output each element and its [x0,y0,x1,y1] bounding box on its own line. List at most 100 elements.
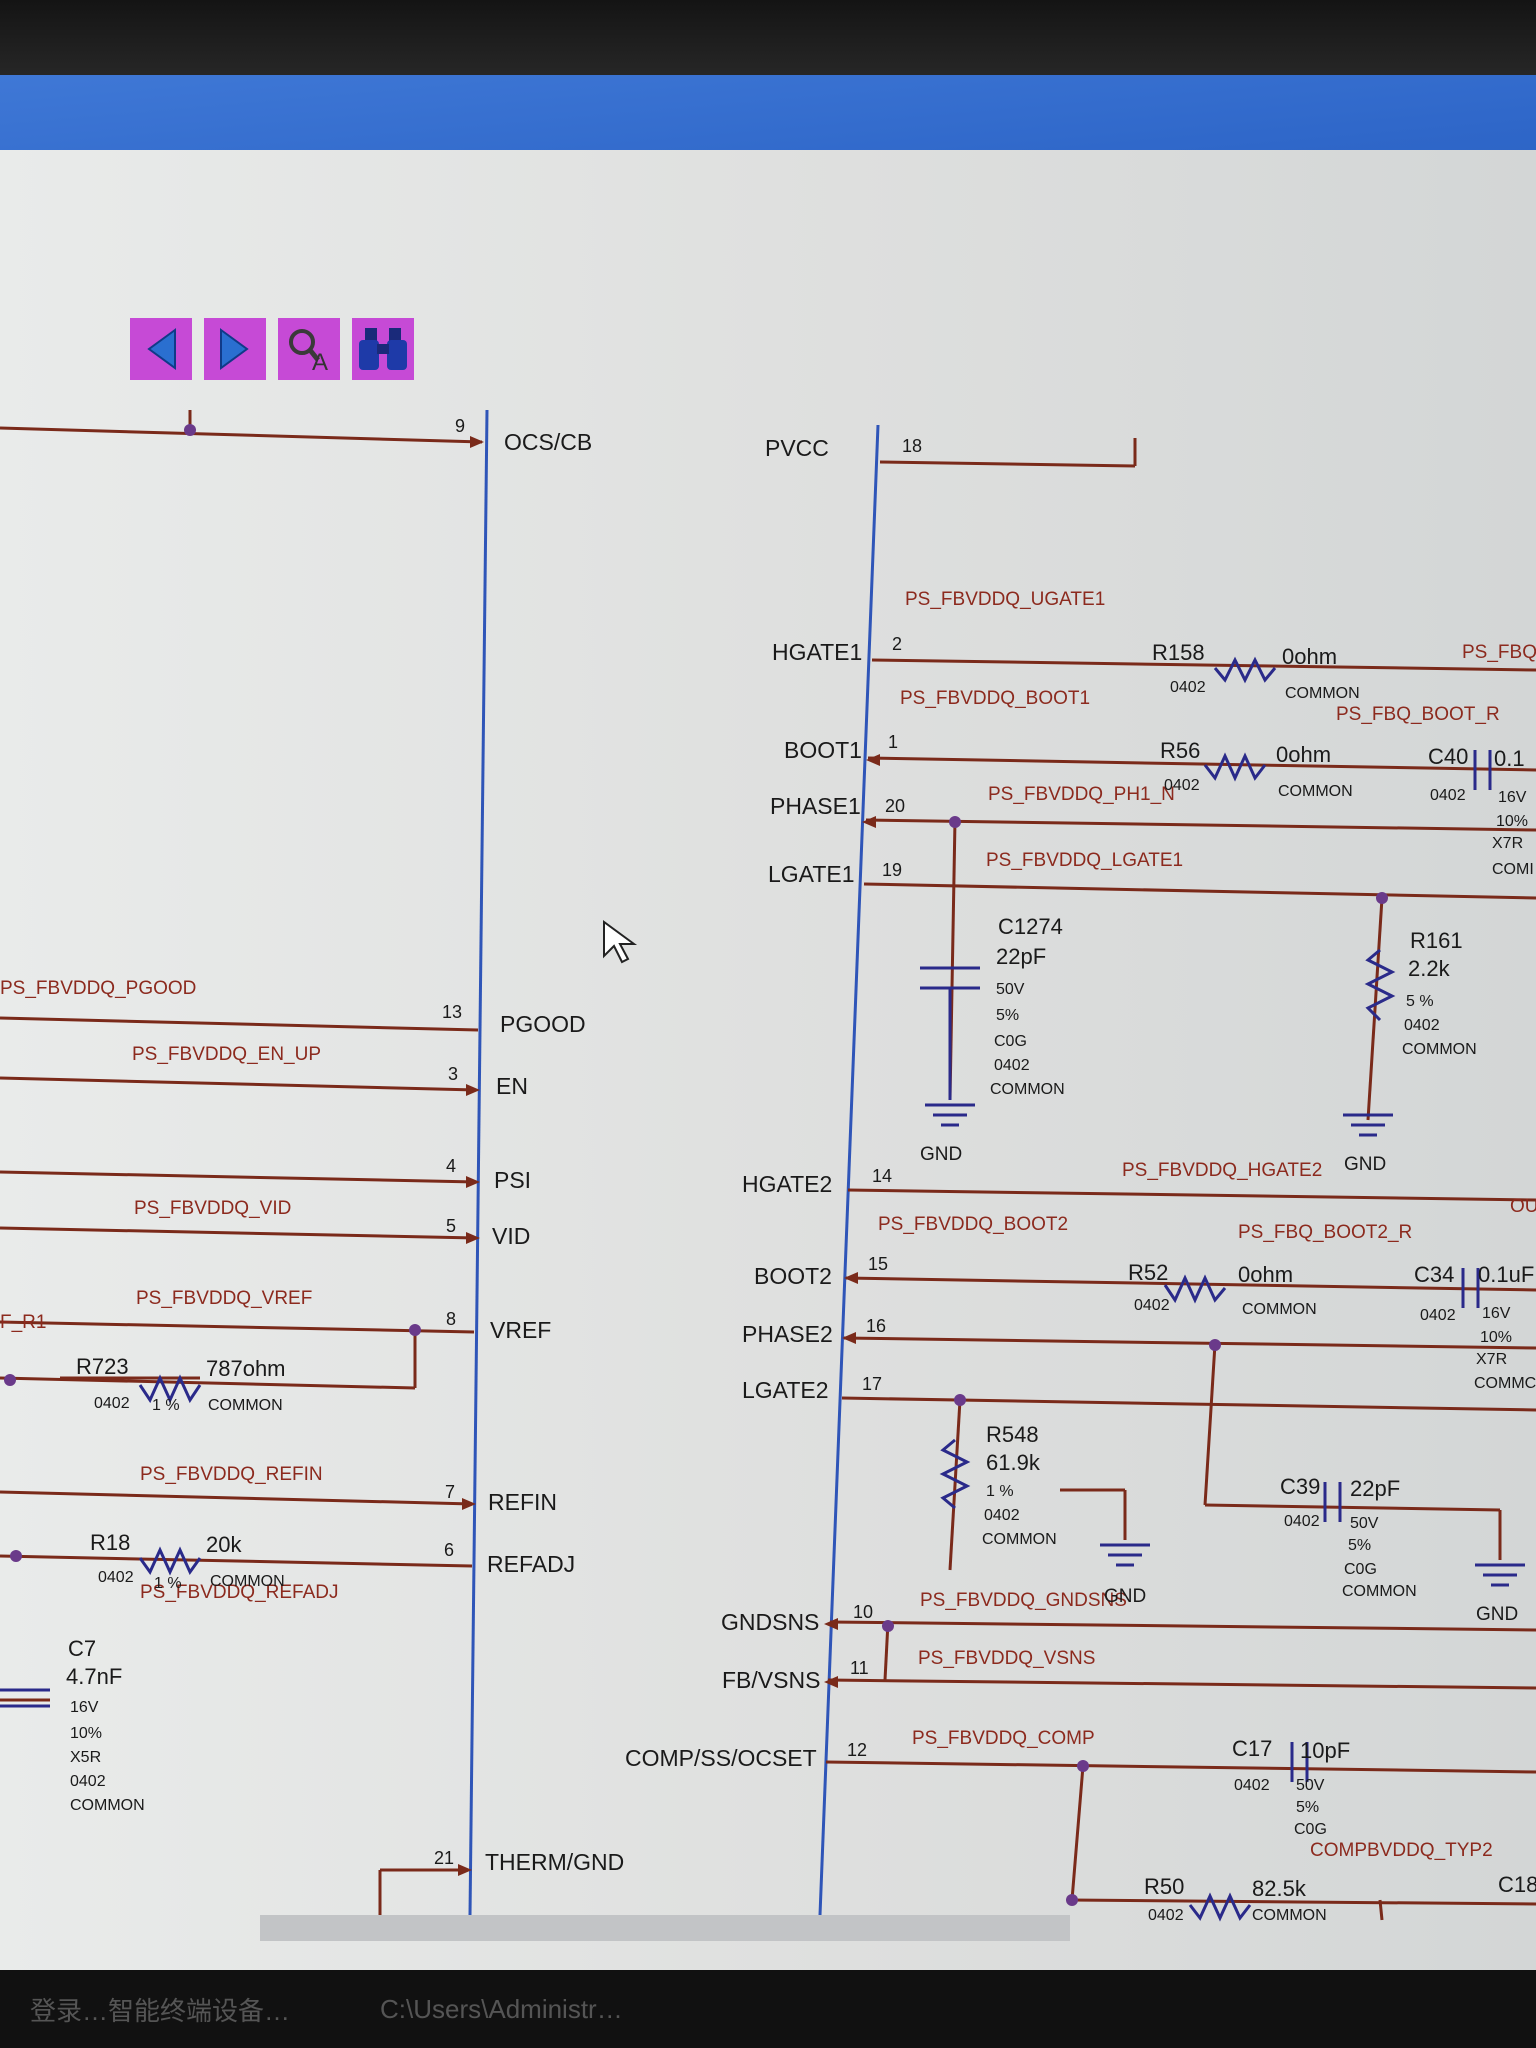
part-tag: COMI [1492,861,1534,878]
part-ref: R548 [986,1422,1039,1447]
part-dielectric: C0G [994,1033,1027,1050]
part-volt: 16V [1498,789,1527,806]
part-value: 4.7nF [66,1664,122,1689]
pin-name: VID [492,1223,530,1249]
net-label: PS_FBQ [1462,642,1536,663]
part-value: 0.1 [1494,746,1525,771]
net-label: PS_FBVDDQ_PH1_N [988,784,1175,805]
part-value: 787ohm [206,1356,286,1381]
taskbar: 登录…智能终端设备… C:\Users\Administr… [0,1970,1536,2048]
part-dielectric: C0G [1294,1821,1327,1838]
part-ref: C17 [1232,1736,1272,1761]
part-value: 0ohm [1238,1262,1293,1287]
part-ref: C18 [1498,1872,1536,1897]
net-label: PS_FBVDDQ_LGATE1 [986,850,1183,871]
part-pkg: 0402 [1234,1777,1270,1794]
part-tol: 1 % [154,1575,182,1592]
part-value: 22pF [996,944,1046,969]
part-pkg: 0402 [1284,1513,1320,1530]
pin-num: 2 [892,634,902,654]
viewer-toolbar: A [130,318,414,382]
net-label: PS_FBVDDQ_HGATE2 [1122,1160,1322,1181]
part-pkg: 0402 [1170,679,1206,696]
part-tol: 10% [1496,813,1528,830]
part-dielectric: X7R [1476,1351,1507,1368]
part-tag: COMMON [1402,1041,1477,1058]
part-pkg: 0402 [1420,1307,1456,1324]
pin-num: 6 [444,1540,454,1560]
pin-name: BOOT2 [754,1263,832,1289]
part-ref: C39 [1280,1474,1320,1499]
gnd-label: GND [1344,1154,1386,1175]
pin-name: PHASE2 [742,1321,833,1347]
part-pkg: 0402 [1148,1907,1184,1924]
pin-name: PGOOD [500,1011,586,1037]
part-ref: C1274 [998,914,1063,939]
pin-name: GNDSNS [721,1609,819,1635]
part-tag: COMMON [70,1797,145,1814]
part-tag: COMMON [1252,1907,1327,1924]
part-pkg: 0402 [1404,1017,1440,1034]
gnd-label: GND [1104,1586,1146,1607]
part-value: 0ohm [1282,644,1337,669]
taskbar-item[interactable]: C:\Users\Administr… [380,1993,623,2024]
net-label: PS_FBVDDQ_BOOT2 [878,1214,1068,1235]
pin-name: THERM/GND [485,1849,624,1875]
next-page-button[interactable] [204,318,266,380]
gnd-symbols [925,988,1525,1587]
net-label: PS_FBVDDQ_BOOT1 [900,688,1090,709]
part-dielectric: C0G [1344,1561,1377,1578]
pin-num: 11 [850,1658,869,1678]
part-ref: C7 [68,1636,96,1661]
part-dielectric: X5R [70,1749,101,1766]
part-ref: R52 [1128,1260,1168,1285]
part-ref: C34 [1414,1262,1454,1287]
part-ref: R158 [1152,640,1205,665]
pin-name: PVCC [765,435,829,461]
pin-num: 15 [868,1254,888,1274]
part-tol: 5% [1348,1537,1371,1554]
previous-page-button[interactable] [130,318,192,380]
part-pkg: 0402 [70,1773,106,1790]
taskbar-item[interactable]: 登录…智能终端设备… [30,1995,291,2026]
binoculars-button[interactable] [352,318,414,380]
part-value: 0.1uF [1478,1262,1534,1287]
part-pkg: 0402 [94,1395,130,1412]
part-volt: 50V [996,981,1025,998]
part-tag: COMMON [1285,685,1360,702]
net-label: PS_FBVDDQ_VID [134,1198,291,1219]
part-tag: COMMON [208,1397,283,1414]
pin-name: OCS/CB [504,429,592,455]
pin-num: 5 [446,1216,456,1236]
part-pkg: 0402 [1430,787,1466,804]
pin-num: 18 [902,436,922,456]
part-tol: 10% [70,1725,102,1742]
part-tag: COMMON [210,1573,285,1590]
part-tol: 1 % [152,1397,180,1414]
net-label: F_R1 [0,1312,46,1333]
part-ref: R18 [90,1530,130,1555]
part-dielectric: X7R [1492,835,1523,852]
mouse-cursor-icon [603,920,638,964]
net-label: COMPBVDDQ_TYP2 [1310,1840,1493,1861]
part-volt: 16V [70,1699,99,1716]
pin-num: 4 [446,1156,456,1176]
horizontal-scrollbar[interactable] [260,1915,1070,1941]
pin-num: 1 [888,732,898,752]
pin-name: LGATE2 [742,1377,829,1403]
net-label: PS_FBVDDQ_PGOOD [0,978,196,999]
pin-num: 20 [885,796,905,816]
part-ref: R723 [76,1354,129,1379]
part-pkg: 0402 [1164,777,1200,794]
pin-name: PHASE1 [770,793,861,819]
net-label: PS_FBQ_BOOT2_R [1238,1222,1412,1243]
part-pkg: 0402 [1134,1297,1170,1314]
binoculars-icon [359,328,407,370]
pin-num: 7 [445,1482,455,1502]
search-text-icon: A [289,329,328,374]
schematic-viewer[interactable] [0,150,1536,1970]
find-text-button[interactable]: A [278,318,340,380]
pin-name: VREF [490,1317,551,1343]
part-tol: 5 % [1406,993,1434,1010]
part-value: 82.5k [1252,1876,1307,1901]
